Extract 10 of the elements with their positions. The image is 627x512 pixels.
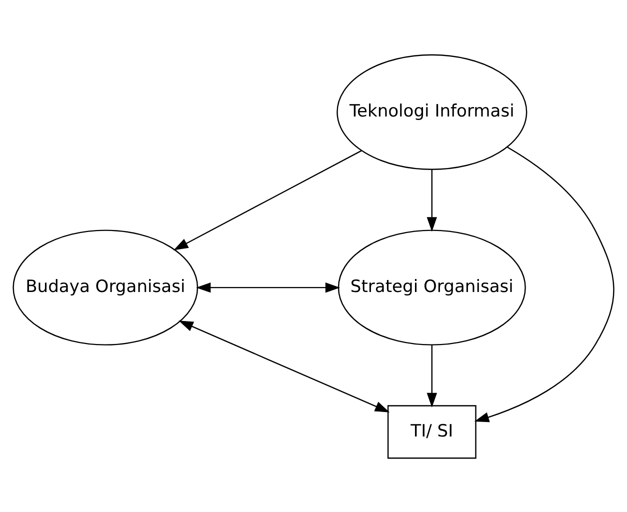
arrow [174,150,362,250]
node-ellipse: Teknologi Informasi [336,54,528,170]
arrow [196,282,340,292]
arrow [474,146,614,422]
node-ellipse: Budaya Organisasi [12,229,198,345]
node-ellipse: Strategi Organisasi [338,229,526,345]
arrow [426,344,438,408]
arrow [178,320,390,412]
arrow [426,169,438,232]
node-box: TI/ SI [387,404,476,458]
